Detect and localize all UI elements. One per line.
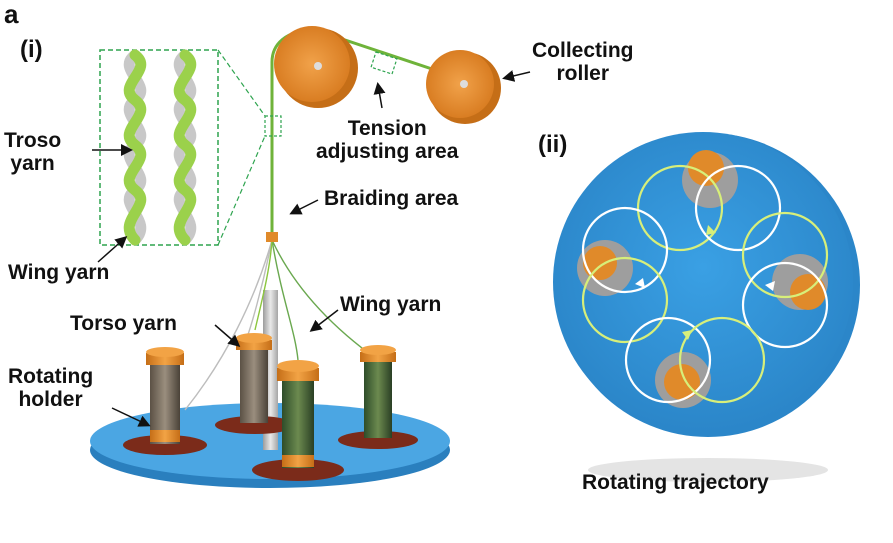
panel-letter: a bbox=[4, 0, 19, 29]
tension-label-line2: adjusting area bbox=[316, 139, 459, 163]
inset-zoom bbox=[99, 49, 282, 246]
yarn-lines bbox=[184, 239, 379, 411]
collecting-roller bbox=[426, 50, 501, 124]
collecting-roller-label-line1: Collecting bbox=[532, 39, 634, 62]
wing-yarn-inset-label: Wing yarn bbox=[8, 261, 110, 284]
rotating-trajectory-label: Rotating trajectory bbox=[582, 471, 769, 494]
spool-front-left bbox=[123, 347, 207, 455]
braiding-area-label: Braiding area bbox=[324, 187, 459, 210]
subpanel-label-ii: (ii) bbox=[538, 131, 568, 158]
rotating-holder-label-line2: holder bbox=[18, 387, 83, 411]
tension-label-line1: Tension bbox=[347, 117, 427, 140]
troso-yarn-label-line2: yarn bbox=[10, 151, 55, 175]
collecting-roller-label-line2: roller bbox=[556, 61, 610, 85]
wing-yarn-label: Wing yarn bbox=[340, 293, 442, 316]
trajectory-circles bbox=[581, 164, 829, 404]
spool-back-right bbox=[338, 345, 418, 449]
collecting-roller-label: Collecting roller bbox=[532, 39, 634, 85]
annotation-arrows bbox=[92, 70, 531, 427]
spool-front-center bbox=[252, 360, 344, 481]
rotating-holder-label-line1: Rotating bbox=[8, 365, 94, 388]
inset-yarn-strands bbox=[123, 49, 197, 246]
rotating-holder-label: Rotating holder bbox=[8, 365, 94, 411]
guide-roller bbox=[274, 26, 358, 108]
troso-yarn-label-line1: Troso bbox=[4, 129, 62, 152]
troso-yarn-label: Troso yarn bbox=[4, 129, 62, 175]
tension-adjusting-area-label: Tension adjusting area bbox=[316, 117, 459, 163]
torso-yarn-label: Torso yarn bbox=[70, 312, 177, 335]
spool-back-left bbox=[215, 333, 295, 434]
subpanel-label-i: (i) bbox=[20, 36, 43, 63]
